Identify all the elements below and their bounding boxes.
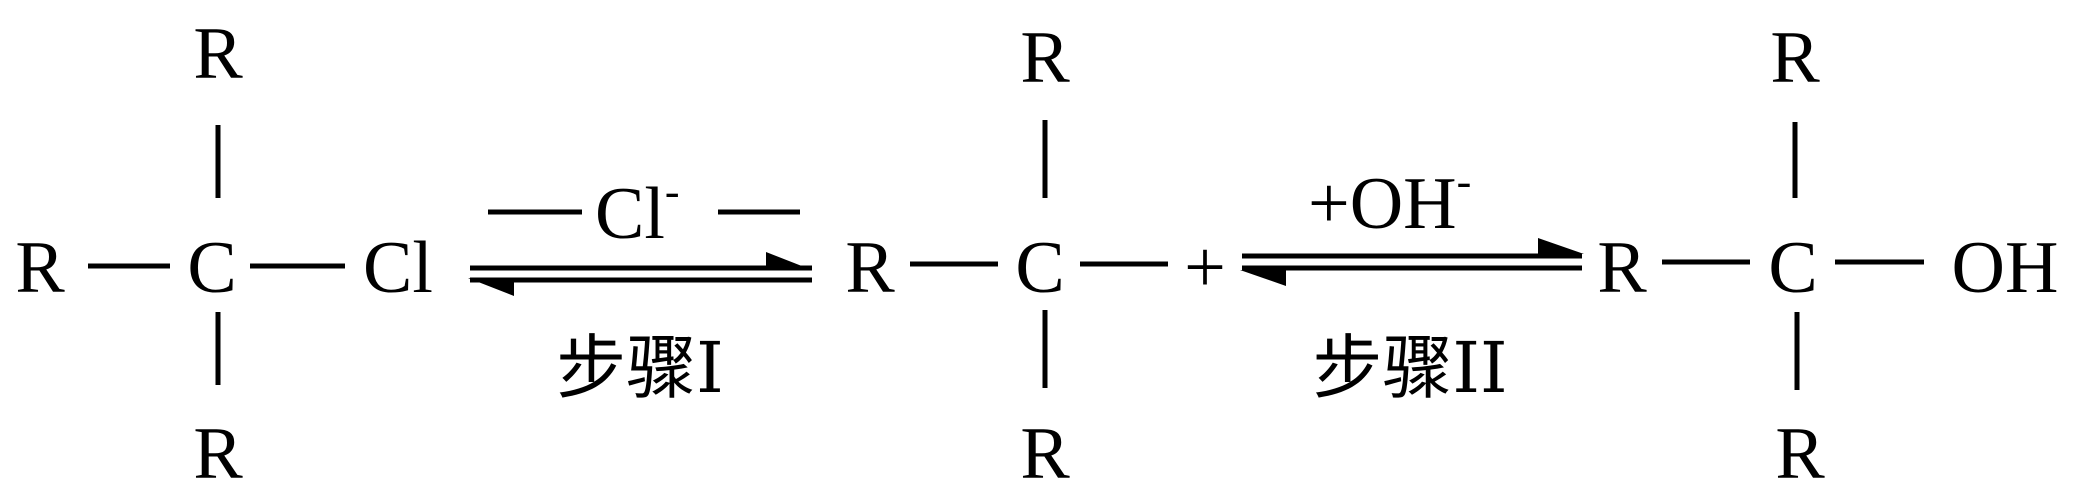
hydroxyl-group: OH	[1952, 227, 2059, 309]
top-r-group: R	[193, 13, 243, 95]
step1-reagent-formula: Cl	[595, 173, 665, 255]
cation-central-carbon: C	[1015, 227, 1064, 309]
product-bottom-r-group: R	[1775, 413, 1825, 490]
bottom-r-group: R	[193, 413, 243, 490]
reverse-arrowhead	[468, 278, 514, 296]
product-left-r-group: R	[1597, 227, 1647, 309]
positive-charge: +	[1184, 227, 1226, 309]
forward-arrowhead	[766, 252, 812, 270]
reactant-alkyl-chloride: R R C Cl R	[15, 13, 433, 490]
step2-label: 步骤II	[1312, 327, 1507, 409]
step2-equilibrium: +OH- 步骤II	[1240, 157, 1584, 409]
forward-arrowhead-2	[1538, 238, 1584, 254]
product-top-r-group: R	[1770, 17, 1820, 99]
step1-reagent: Cl-	[595, 167, 680, 255]
product-alcohol: R R C OH R	[1597, 17, 2058, 490]
product-central-carbon: C	[1768, 227, 1817, 309]
carbocation-intermediate: R R C + R	[845, 17, 1226, 490]
step2-reagent-charge: -	[1457, 157, 1472, 206]
cation-top-r-group: R	[1020, 17, 1070, 99]
central-carbon: C	[187, 227, 236, 309]
step1-equilibrium: Cl- 步骤I	[468, 167, 812, 409]
left-r-group: R	[15, 227, 65, 309]
chlorine-atom: Cl	[363, 227, 433, 309]
step1-reagent-charge: -	[665, 167, 680, 216]
step2-reagent-formula: +OH	[1308, 163, 1457, 245]
cation-left-r-group: R	[845, 227, 895, 309]
step2-reagent: +OH-	[1308, 157, 1471, 245]
reverse-arrowhead-2	[1240, 270, 1286, 286]
step1-label: 步骤I	[556, 327, 724, 409]
cation-bottom-r-group: R	[1020, 413, 1070, 490]
